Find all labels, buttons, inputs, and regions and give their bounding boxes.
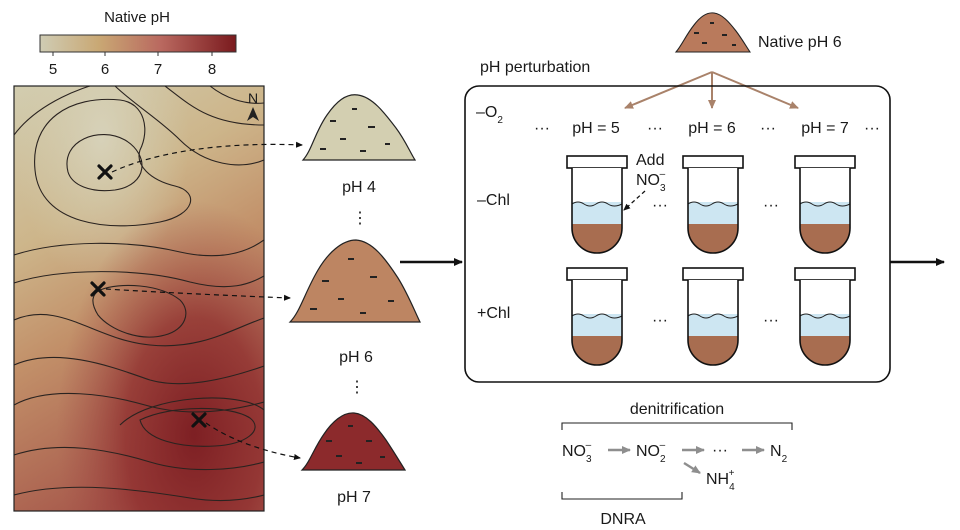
incubation-tube xyxy=(794,155,856,254)
incubation-tube xyxy=(682,267,744,366)
ellipsis: ··· xyxy=(652,312,668,329)
colorbar-ticks xyxy=(52,52,213,56)
soil-pile-ph4-shape xyxy=(301,94,417,161)
ellipsis: ··· xyxy=(864,120,880,137)
ellipsis: ··· xyxy=(763,197,779,214)
distribution-arrows xyxy=(624,71,799,109)
incubation-tube xyxy=(566,267,628,366)
site-label-ph4: pH 4 xyxy=(342,179,376,196)
colorbar-tick-label: 5 xyxy=(49,61,57,78)
colorbar-title: Native pH xyxy=(104,9,170,26)
source-soil-pile-shape xyxy=(674,12,752,53)
colorbar-tick-label: 6 xyxy=(101,61,109,78)
soil-pile-ph6-shape xyxy=(288,239,421,323)
ammonium-species: NH4+ xyxy=(706,468,735,493)
contour-lines xyxy=(14,86,264,502)
nitrite-species: NO2– xyxy=(636,440,666,465)
add-nitrate-text: Add xyxy=(636,152,664,169)
ph-column-label: pH = 5 xyxy=(572,120,620,137)
experiment-title: pH perturbation xyxy=(480,59,590,76)
sample-site-markers xyxy=(90,164,207,428)
row-label-plus-chl: +Chl xyxy=(477,305,510,322)
colorbar xyxy=(39,34,237,53)
add-nitrate-species: NO3– xyxy=(636,169,666,194)
soil-pile-ph4 xyxy=(301,94,417,161)
vertical-ellipsis: ⋮ xyxy=(352,210,368,227)
site-marker-x-icon xyxy=(97,164,113,180)
soil-pile-ph6 xyxy=(288,239,421,323)
soil-pile-ph7-shape xyxy=(300,412,407,471)
ph-column-label: pH = 7 xyxy=(801,120,849,137)
denitrification-bracket xyxy=(561,422,793,430)
denitrification-label: denitrification xyxy=(630,401,724,418)
dnra-bracket xyxy=(561,492,683,500)
dnra-arrow xyxy=(683,461,701,475)
soil-pile-ph7 xyxy=(300,412,407,471)
oxygen-condition: –O2 xyxy=(476,104,503,126)
site-label-ph6: pH 6 xyxy=(339,349,373,366)
north-label: N xyxy=(248,90,258,106)
ellipsis: ··· xyxy=(647,120,663,137)
ellipsis: ··· xyxy=(652,197,668,214)
colorbar-tick-label: 8 xyxy=(208,61,216,78)
add-nitrate-arrow xyxy=(623,190,646,211)
dinitrogen-species: N2 xyxy=(770,443,788,465)
ph-column-label: pH = 6 xyxy=(688,120,736,137)
incubation-tube xyxy=(682,155,744,254)
source-soil-label: Native pH 6 xyxy=(758,34,842,51)
north-arrow-icon xyxy=(247,107,259,121)
ellipsis: ··· xyxy=(763,312,779,329)
site-label-ph7: pH 7 xyxy=(337,489,371,506)
incubation-tube xyxy=(566,155,628,254)
ellipsis: ··· xyxy=(534,120,550,137)
nitrate-species: NO3– xyxy=(562,440,592,465)
ph-map: N xyxy=(13,85,303,512)
experiment-panel xyxy=(464,85,891,383)
ellipsis: ··· xyxy=(760,120,776,137)
site-marker-x-icon xyxy=(90,281,106,297)
source-soil-pile xyxy=(674,12,752,53)
dnra-label: DNRA xyxy=(600,511,646,528)
site-connectors xyxy=(105,141,303,460)
incubation-tube xyxy=(794,267,856,366)
vertical-ellipsis: ⋮ xyxy=(349,379,365,396)
colorbar-tick-label: 7 xyxy=(154,61,162,78)
row-label-minus-chl: –Chl xyxy=(477,192,510,209)
pathway-ellipsis: ··· xyxy=(712,442,728,459)
site-marker-x-icon xyxy=(191,412,207,428)
